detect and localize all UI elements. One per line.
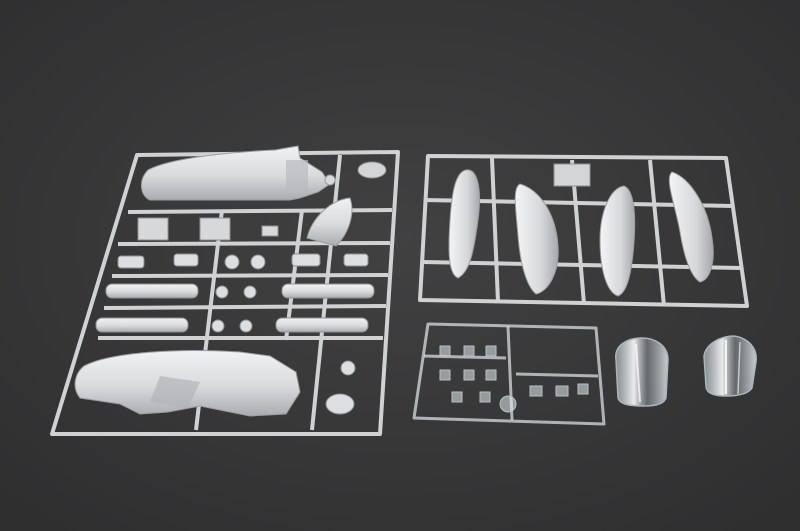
sprue-part: [224, 254, 240, 270]
right-sprue-wing-panels: [418, 154, 749, 308]
fuselage-half-upper: [141, 145, 331, 201]
sprue-part: [357, 161, 387, 179]
wing-panel: [599, 185, 636, 297]
sprue-runner: [490, 157, 500, 303]
wing-panel: [668, 171, 714, 283]
clear-part: [439, 369, 451, 381]
sprue-part: [343, 253, 369, 267]
wing-panel: [514, 183, 559, 295]
clear-part: [529, 385, 543, 397]
clear-part: [451, 391, 463, 403]
sprue-part: [250, 254, 266, 270]
canopy-frame-line: [635, 343, 641, 403]
clear-part: [463, 345, 475, 357]
tank-part: [95, 317, 189, 333]
sprue-part: [117, 255, 145, 269]
clear-part: [439, 345, 451, 357]
sprue-runner: [111, 273, 389, 278]
clear-part: [555, 385, 569, 397]
canopy: [615, 337, 669, 407]
tank-part: [105, 283, 199, 299]
sprue-part: [215, 285, 229, 299]
sprue-part: [243, 285, 257, 299]
sprue-part: [324, 174, 336, 186]
sprue-frame: [418, 154, 749, 308]
canopy-left: [615, 337, 669, 407]
clear-part: [485, 369, 497, 381]
clear-part: [463, 369, 475, 381]
sprue-runner: [103, 304, 387, 310]
sprue-part: [291, 253, 321, 267]
fuselage-detail: [150, 376, 200, 408]
sprue-part: [137, 217, 169, 241]
wing-panel: [448, 169, 480, 279]
clear-sprue-frame: [412, 322, 606, 426]
sprue-tab: [553, 163, 591, 187]
nose-cone: [306, 197, 353, 247]
clear-sprue-runner: [515, 372, 599, 378]
clear-part: [499, 395, 517, 413]
sprue-part: [340, 360, 356, 376]
sprue-part: [239, 319, 253, 333]
canopy-right: [703, 335, 757, 397]
tank-part: [275, 317, 369, 333]
left-sprue-fuselage-parts: [50, 145, 400, 436]
tank-part: [281, 283, 375, 299]
canopy: [703, 335, 757, 397]
sprue-part: [173, 253, 199, 267]
sprue-runner: [117, 241, 391, 246]
sprue-frame: [50, 150, 400, 436]
sprue-part: [199, 217, 231, 241]
sprue-part: [325, 393, 355, 415]
clear-part: [485, 345, 497, 357]
sprue-runner: [648, 159, 666, 307]
fuselage-detail: [286, 160, 308, 192]
clear-sprue-runner: [423, 354, 507, 360]
sprue-part: [261, 225, 279, 237]
clear-part: [577, 383, 589, 395]
clear-part: [479, 391, 491, 403]
sprue-part: [211, 319, 225, 333]
clear-parts-sprue: [412, 322, 606, 426]
canopy-frame-line: [737, 341, 741, 395]
